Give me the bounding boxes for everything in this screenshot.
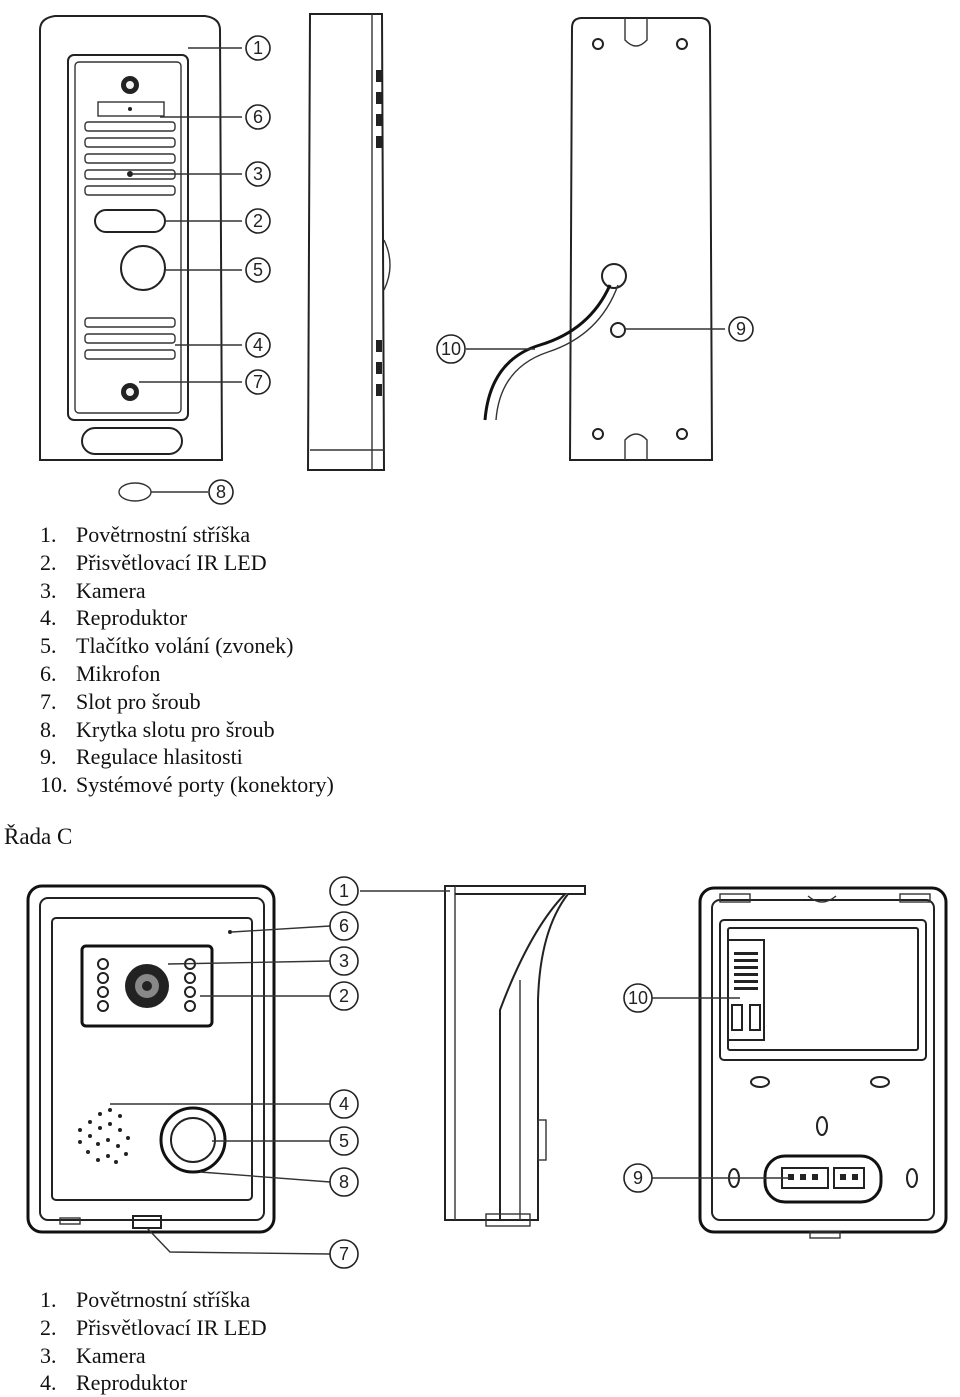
top-device-diagram: 1 6 3 2 5 4 7 8 10 9 [39,13,754,505]
legend-item: 8.Krytka slotu pro šroub [40,716,275,742]
back-view [483,17,714,461]
svg-text:4: 4 [339,1094,349,1114]
screw-slot-cover [118,482,152,502]
callout-6: 6 [329,911,359,941]
svg-text:9: 9 [633,1168,643,1188]
callout-10: 10 [623,983,653,1013]
callout-2: 2 [245,208,271,234]
bottom-callout-leaders [110,890,790,1255]
volume-control [610,322,626,338]
legend-item: 6.Mikrofon [40,660,161,686]
callout-3: 3 [245,161,271,187]
legend-item: 4.Reproduktor [40,605,188,631]
svg-text:8: 8 [216,482,226,502]
callout-10: 10 [436,334,466,364]
camera-panel [80,944,214,1028]
volume-connector [763,1154,883,1204]
call-button [120,245,166,291]
mounting-screws [592,38,688,440]
svg-text:2: 2 [339,986,349,1006]
ir-led-array [97,958,196,1012]
side-view-c [444,885,586,1227]
legend-item: 4.Reproduktor [40,1370,188,1396]
back-view-c [698,886,948,1239]
microphone-hole [128,107,132,111]
callout-1: 1 [329,876,359,906]
legend-item: 2.Přisvětlovací IR LED [40,549,267,575]
svg-text:6: 6 [339,916,349,936]
ir-led-window [94,209,166,233]
callout-3: 3 [329,946,359,976]
svg-text:5: 5 [339,1131,349,1151]
callout-2: 2 [329,981,359,1011]
svg-text:3: 3 [253,164,263,184]
speaker-holes [78,1108,130,1164]
callout-9: 9 [623,1163,653,1193]
svg-text:5: 5 [253,260,263,280]
svg-text:7: 7 [339,1244,349,1264]
legend-item: 9.Regulace hlasitosti [40,744,243,770]
callout-4: 4 [329,1089,359,1119]
legend-item: 1.Povětrnostní stříška [40,522,251,547]
svg-text:6: 6 [253,107,263,127]
front-view [39,15,224,502]
legend-item: 3.Kamera [40,1342,146,1368]
screw-slot [132,1215,162,1229]
legend-top: 1.Povětrnostní stříška 2.Přisvětlovací I… [40,521,334,799]
top-callout-leaders [133,47,725,493]
legend-item: 2.Přisvětlovací IR LED [40,1314,267,1340]
legend-bottom: 1.Povětrnostní stříška 2.Přisvětlovací I… [40,1286,267,1397]
section-heading: Řada C [4,824,73,849]
svg-text:9: 9 [736,319,746,339]
callout-5: 5 [329,1126,359,1156]
system-ports [727,939,765,1041]
legend-item: 1.Povětrnostní stříška [40,1287,251,1312]
callout-6: 6 [245,104,271,130]
svg-text:7: 7 [253,372,263,392]
camera-grille [84,121,176,196]
callout-9: 9 [728,316,754,342]
svg-text:8: 8 [339,1172,349,1192]
system-cable [483,284,612,421]
callout-1: 1 [245,35,271,61]
svg-text:2: 2 [253,211,263,231]
call-button [159,1106,227,1174]
svg-text:4: 4 [253,335,263,355]
callout-8: 8 [329,1167,359,1197]
microphone-hole [228,930,232,934]
legend-item: 3.Kamera [40,577,146,603]
legend-item: 10.Systémové porty (konektory) [40,772,334,798]
bottom-device-diagram: 1 6 3 2 4 5 8 7 10 9 [26,876,948,1269]
legend-item: 5.Tlačítko volání (zvonek) [40,633,294,659]
front-view-c [26,884,276,1234]
svg-text:1: 1 [339,881,349,901]
svg-text:10: 10 [441,339,461,359]
callout-8: 8 [208,479,234,505]
callout-7: 7 [245,369,271,395]
callout-5: 5 [245,257,271,283]
legend-item: 7.Slot pro šroub [40,688,201,714]
callout-7: 7 [329,1239,359,1269]
callout-4: 4 [245,332,271,358]
side-view [306,13,391,471]
speaker-grille [84,317,176,360]
svg-text:3: 3 [339,951,349,971]
svg-text:10: 10 [628,988,648,1008]
svg-text:1: 1 [253,38,263,58]
